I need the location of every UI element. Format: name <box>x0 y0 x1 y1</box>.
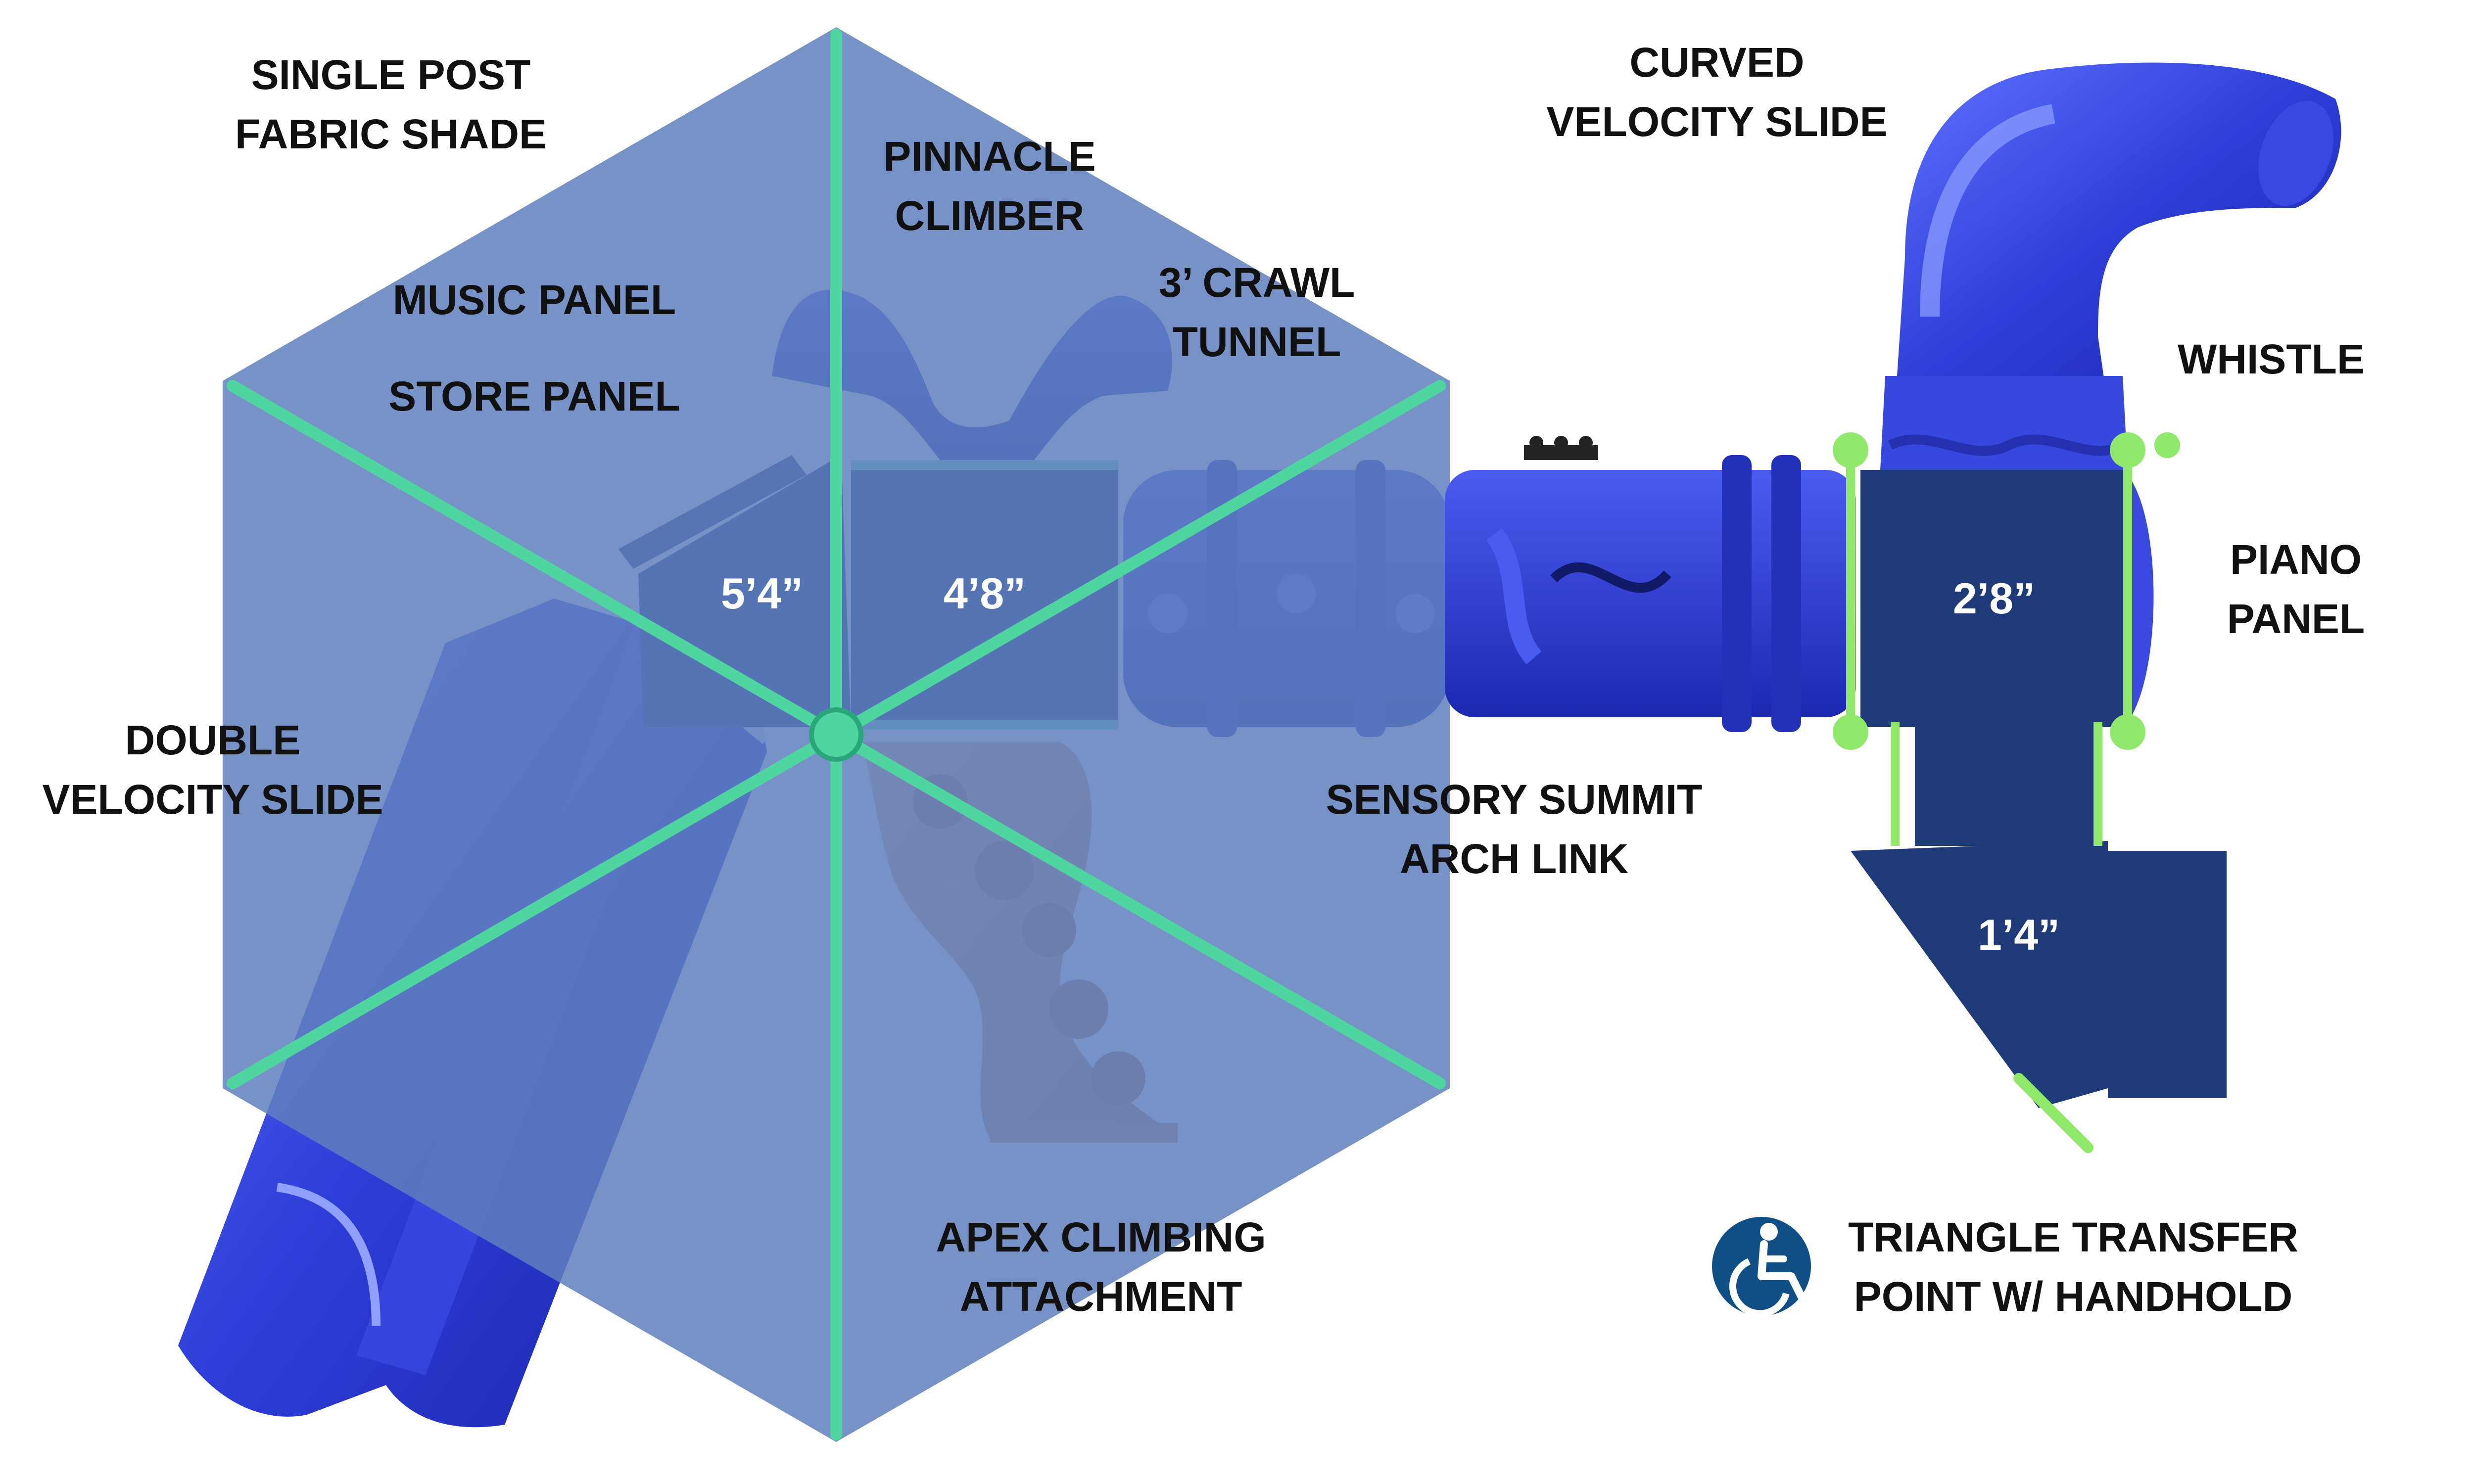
svg-text:CLIMBER: CLIMBER <box>895 192 1085 239</box>
svg-text:PANEL: PANEL <box>2227 596 2365 642</box>
svg-text:SINGLE POST: SINGLE POST <box>251 51 531 98</box>
svg-text:PINNACLE: PINNACLE <box>883 133 1095 180</box>
label-music-panel: MUSIC PANEL <box>393 277 676 323</box>
svg-text:VELOCITY SLIDE: VELOCITY SLIDE <box>1546 98 1887 145</box>
deck-height-5-4: 5’4” <box>721 569 803 618</box>
transfer-steps <box>1915 727 2098 846</box>
wheelchair-accessible-icon <box>1712 1217 1811 1317</box>
label-store-panel: STORE PANEL <box>388 373 680 419</box>
svg-text:ATTACHMENT: ATTACHMENT <box>960 1273 1242 1320</box>
svg-text:DOUBLE: DOUBLE <box>125 717 301 763</box>
svg-text:ARCH LINK: ARCH LINK <box>1400 835 1628 882</box>
svg-text:APEX CLIMBING: APEX CLIMBING <box>936 1214 1266 1260</box>
deck-height-1-4: 1’4” <box>1978 910 2060 959</box>
svg-text:3’ CRAWL: 3’ CRAWL <box>1159 259 1355 306</box>
label-apex-climbing-attachment: APEX CLIMBING ATTACHMENT <box>936 1214 1266 1320</box>
fabric-shade <box>223 27 1450 1442</box>
label-whistle: WHISTLE <box>2178 336 2365 382</box>
svg-text:VELOCITY SLIDE: VELOCITY SLIDE <box>42 776 383 823</box>
svg-text:POINT W/ HANDHOLD: POINT W/ HANDHOLD <box>1854 1273 2293 1320</box>
svg-text:FABRIC SHADE: FABRIC SHADE <box>235 111 547 157</box>
label-sensory-summit-arch-link: SENSORY SUMMIT ARCH LINK <box>1326 776 1703 882</box>
label-triangle-transfer-point: TRIANGLE TRANSFER POINT W/ HANDHOLD <box>1848 1214 2298 1320</box>
svg-text:TRIANGLE TRANSFER: TRIANGLE TRANSFER <box>1848 1214 2298 1260</box>
deck-height-4-8: 4’8” <box>944 569 1026 618</box>
triangle-transfer-point <box>1851 841 2227 1153</box>
svg-text:CURVED: CURVED <box>1629 39 1804 86</box>
label-piano-panel: PIANO PANEL <box>2227 536 2365 642</box>
label-pinnacle-climber: PINNACLE CLIMBER <box>883 133 1095 239</box>
right-tower-frame <box>1846 445 2132 846</box>
sensory-summit-arch-link <box>1445 436 1856 732</box>
label-double-velocity-slide: DOUBLE VELOCITY SLIDE <box>42 717 383 823</box>
label-crawl-tunnel: 3’ CRAWL TUNNEL <box>1159 259 1355 365</box>
shade-post <box>809 707 863 762</box>
svg-text:TUNNEL: TUNNEL <box>1173 319 1341 365</box>
svg-text:PIANO: PIANO <box>2230 536 2362 583</box>
deck-2-8 <box>1860 470 2128 727</box>
svg-text:SENSORY SUMMIT: SENSORY SUMMIT <box>1326 776 1703 823</box>
label-curved-velocity-slide: CURVED VELOCITY SLIDE <box>1546 39 1887 145</box>
label-single-post-fabric-shade: SINGLE POST FABRIC SHADE <box>235 51 547 157</box>
curved-velocity-slide <box>1880 62 2341 470</box>
deck-height-2-8: 2’8” <box>1953 574 2035 623</box>
